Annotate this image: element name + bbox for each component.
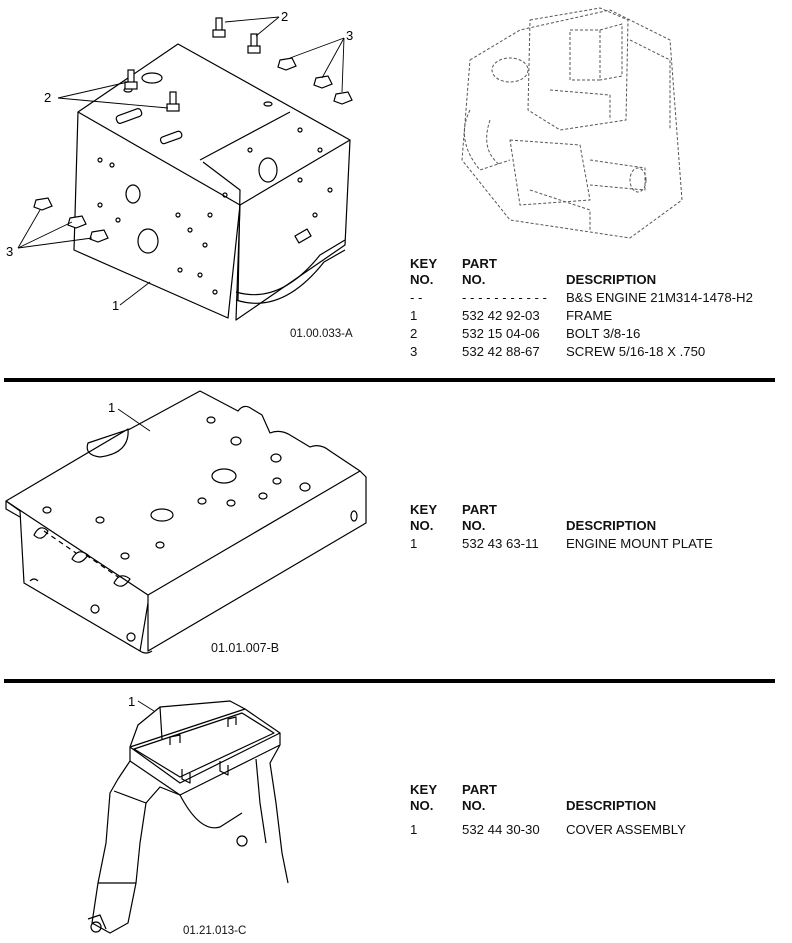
callout-1: 1	[112, 298, 119, 313]
engine-phantom-illustration	[461, 7, 683, 239]
key-no: 1	[410, 536, 418, 551]
frame-exploded-illustration: 2 2 3 3 1	[6, 9, 353, 321]
part-no: - - - - - - - - - - -	[462, 290, 547, 305]
part-no-header: PART	[462, 256, 497, 271]
description-header: DESCRIPTION	[566, 798, 657, 813]
callout-3-top: 3	[346, 28, 353, 43]
part-no-header-line2: NO.	[462, 272, 486, 287]
key-no-header: KEY	[410, 782, 438, 797]
key-no-header-line2: NO.	[410, 272, 434, 287]
part-no-header: PART	[462, 782, 497, 797]
section-divider	[4, 378, 775, 382]
section-frame: 2 2 3 3 1 01.00.033-A KEY NO.	[0, 0, 792, 380]
section-engine-mount-plate: 1 01.01.007-B KEY NO. PART NO. DESCRIPTI…	[0, 383, 792, 679]
description: BOLT 3/8-16	[566, 326, 641, 341]
section-cover-assembly: 1 01.21.013-C KEY NO. PART NO. DESCRIPTI…	[0, 683, 792, 943]
description-header: DESCRIPTION	[566, 272, 657, 287]
key-no-header: KEY	[410, 502, 438, 517]
part-no: 532 42 88-67	[462, 344, 540, 359]
key-no-header: KEY	[410, 256, 438, 271]
description-header: DESCRIPTION	[566, 518, 657, 533]
description: COVER ASSEMBLY	[566, 822, 686, 837]
part-no-header-line2: NO.	[462, 798, 486, 813]
description: B&S ENGINE 21M314-1478-H2	[566, 290, 753, 305]
figure-id: 01.21.013-C	[183, 925, 247, 937]
figure-id: 01.00.033-A	[290, 328, 353, 340]
callout-3-left: 3	[6, 244, 13, 259]
key-no: 1	[410, 308, 418, 323]
callout-1: 1	[128, 694, 135, 709]
section-divider	[4, 679, 775, 683]
part-no: 532 42 92-03	[462, 308, 540, 323]
key-no: 1	[410, 822, 418, 837]
key-no: 2	[410, 326, 418, 341]
part-no: 532 43 63-11	[462, 536, 539, 551]
figure-id: 01.01.007-B	[211, 641, 280, 655]
description: FRAME	[566, 308, 613, 323]
part-no: 532 15 04-06	[462, 326, 540, 341]
part-no: 532 44 30-30	[462, 822, 540, 837]
engine-mount-plate-illustration: 1	[5, 390, 367, 654]
part-no-header-line2: NO.	[462, 518, 486, 533]
key-no: 3	[410, 344, 418, 359]
key-no-header-line2: NO.	[410, 798, 434, 813]
callout-2-top: 2	[281, 9, 288, 24]
key-no-header-line2: NO.	[410, 518, 434, 533]
description: SCREW 5/16-18 X .750	[566, 344, 706, 359]
callout-1: 1	[108, 400, 115, 415]
description: ENGINE MOUNT PLATE	[566, 536, 713, 551]
key-no: - -	[410, 290, 423, 305]
part-no-header: PART	[462, 502, 497, 517]
cover-assembly-illustration: 1	[87, 694, 289, 934]
callout-2-left: 2	[44, 90, 51, 105]
